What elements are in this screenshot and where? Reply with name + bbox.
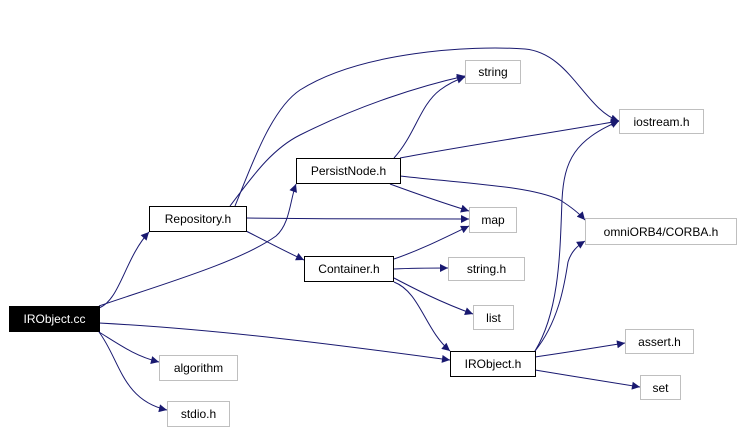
node-algorithm[interactable]: algorithm bbox=[159, 355, 238, 381]
edge-repository-h-to-container-h bbox=[245, 230, 305, 261]
edge-persistnode-h-to-map bbox=[389, 183, 470, 213]
edge-persistnode-h-to-string bbox=[393, 75, 466, 159]
edge-irobject-cc-to-repository-h bbox=[98, 231, 150, 309]
edge-persistnode-h-to-omniorb4-corba-h bbox=[399, 175, 586, 221]
node-iostream-h[interactable]: iostream.h bbox=[619, 109, 704, 134]
edge-repository-h-to-string bbox=[229, 73, 466, 207]
edge-container-h-to-irobject-h bbox=[393, 281, 451, 352]
node-assert-h[interactable]: assert.h bbox=[625, 329, 694, 354]
edge-irobject-cc-to-algorithm bbox=[98, 331, 160, 364]
node-list[interactable]: list bbox=[473, 305, 514, 330]
edge-irobject-h-to-omniorb4-corba-h bbox=[534, 240, 586, 352]
node-string[interactable]: string bbox=[465, 60, 521, 84]
edge-container-h-to-list bbox=[393, 277, 474, 316]
node-map[interactable]: map bbox=[469, 207, 517, 233]
edge-repository-h-to-map bbox=[245, 214, 470, 223]
edge-irobject-h-to-set bbox=[534, 369, 641, 390]
node-persistnode-h[interactable]: PersistNode.h bbox=[296, 158, 401, 184]
edge-irobject-h-to-assert-h bbox=[534, 340, 626, 358]
edge-irobject-h-to-iostream-h bbox=[534, 120, 620, 352]
edge-irobject-cc-to-persistnode-h bbox=[98, 183, 297, 307]
edge-persistnode-h-to-iostream-h bbox=[399, 118, 620, 159]
edge-irobject-cc-to-irobject-h bbox=[98, 322, 451, 363]
edge-repository-h-to-iostream-h bbox=[234, 47, 620, 207]
node-stdio-h[interactable]: stdio.h bbox=[167, 401, 230, 427]
node-repository-h[interactable]: Repository.h bbox=[149, 206, 247, 232]
edge-irobject-cc-to-stdio-h bbox=[98, 331, 168, 413]
node-irobject-h[interactable]: IRObject.h bbox=[450, 351, 536, 377]
node-set[interactable]: set bbox=[640, 375, 681, 400]
edge-container-h-to-string-h bbox=[393, 264, 449, 273]
node-container-h[interactable]: Container.h bbox=[304, 256, 394, 282]
node-irobject-cc[interactable]: IRObject.cc bbox=[9, 306, 100, 332]
node-omniorb4-corba-h[interactable]: omniORB4/CORBA.h bbox=[585, 218, 737, 245]
node-string-h[interactable]: string.h bbox=[448, 257, 525, 281]
edge-container-h-to-map bbox=[393, 225, 470, 260]
